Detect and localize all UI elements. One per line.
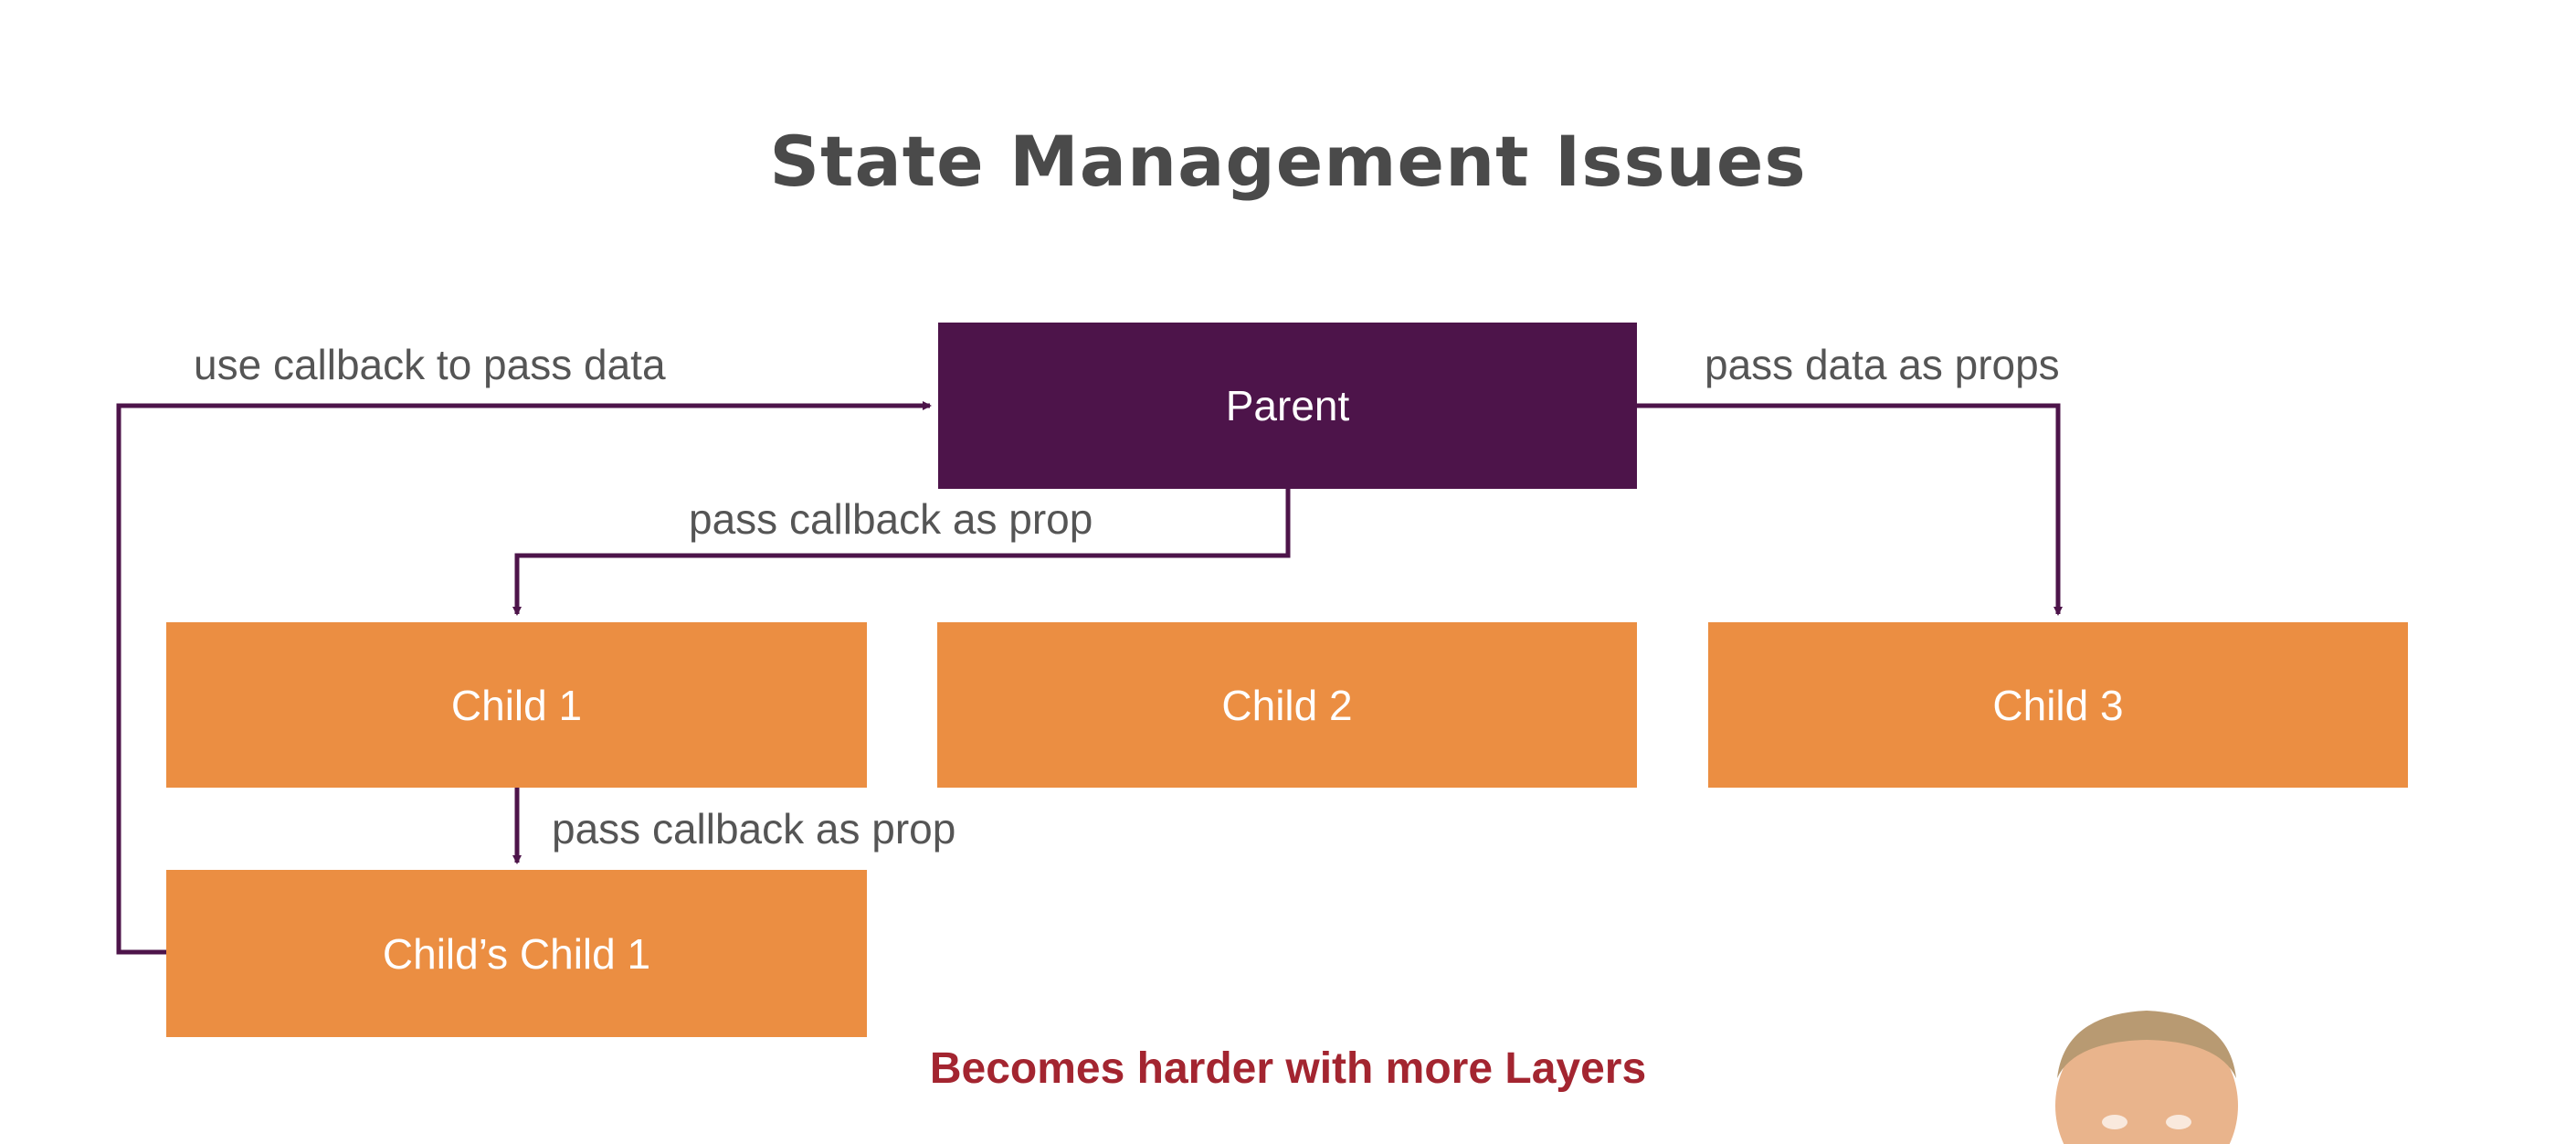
edge-parent-to-child1	[512, 489, 1291, 616]
edge-label-callback-to-parent: use callback to pass data	[194, 341, 666, 388]
node-parent: Parent	[938, 323, 1637, 489]
node-childs-child-1-label: Child’s Child 1	[382, 929, 651, 978]
node-child-3: Child 3	[1708, 622, 2408, 788]
node-child-2-label: Child 2	[1221, 681, 1353, 729]
node-child-1: Child 1	[166, 622, 867, 788]
node-childs-child-1: Child’s Child 1	[166, 870, 867, 1037]
node-child-2: Child 2	[937, 622, 1637, 788]
slide-footer: Becomes harder with more Layers	[929, 1044, 1647, 1093]
edge-props-to-child3	[1637, 403, 2063, 616]
edge-label-props-to-child3: pass data as props	[1705, 341, 2060, 388]
edge-callback-to-parent	[116, 401, 932, 955]
slide-title: State Management Issues	[769, 121, 1807, 202]
node-child-1-label: Child 1	[450, 681, 583, 729]
edge-label-child1-to-child-child1: pass callback as prop	[552, 805, 956, 853]
presenter-video-thumbnail	[2055, 1011, 2238, 1144]
node-parent-label: Parent	[1225, 382, 1350, 429]
edge-label-parent-to-child1: pass callback as prop	[689, 495, 1093, 543]
node-child-3-label: Child 3	[1992, 681, 2124, 729]
